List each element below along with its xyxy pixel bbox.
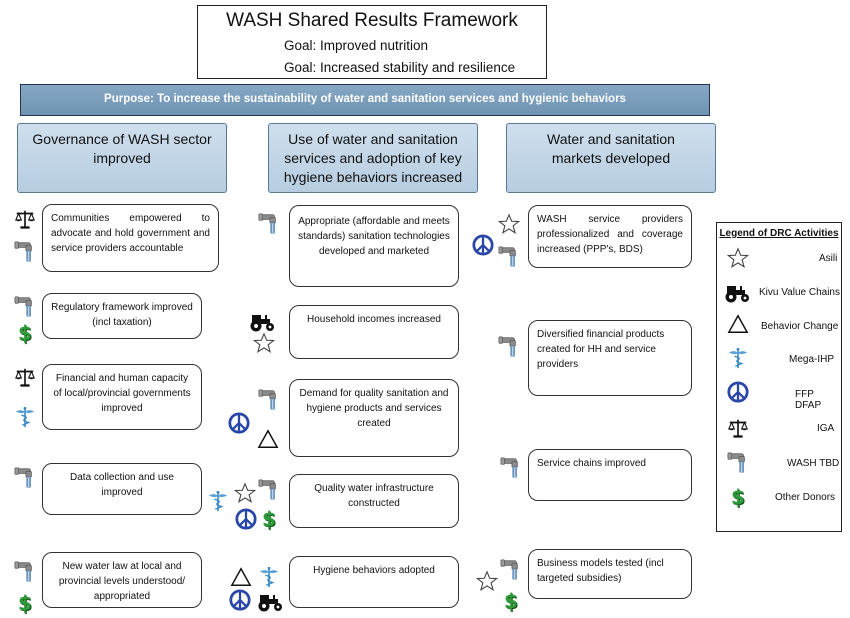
dollar-icon: $ xyxy=(18,321,32,345)
result-demand-created: Demand for quality sanitation and hygien… xyxy=(289,379,459,457)
faucet-icon xyxy=(14,466,36,488)
heading-markets: Water and sanitation markets developed xyxy=(506,123,716,193)
result-financial-products: Diversified financial products created f… xyxy=(528,320,692,396)
legend-label-mega-ihp: Mega-IHP xyxy=(789,354,835,365)
tractor-icon xyxy=(256,590,284,612)
scales-icon xyxy=(14,208,36,230)
faucet-icon xyxy=(727,451,749,473)
scales-icon xyxy=(14,366,36,388)
goal-nutrition: Goal: Improved nutrition xyxy=(284,38,429,53)
framework-title: WASH Shared Results Framework xyxy=(226,10,518,31)
result-service-providers: WASH service providers professionalized … xyxy=(528,205,692,268)
star-icon xyxy=(476,570,498,592)
legend-label-other-donors: Other Donors xyxy=(775,492,836,503)
legend-label-behavior-change: Behavior Change xyxy=(761,321,839,332)
faucet-icon xyxy=(498,335,520,357)
star-icon xyxy=(253,332,275,354)
faucet-icon xyxy=(258,478,280,500)
star-icon xyxy=(727,247,749,269)
dollar-icon: $ xyxy=(504,589,518,613)
peace-icon xyxy=(472,234,494,256)
result-hygiene-behaviors: Hygiene behaviors adopted xyxy=(289,556,459,608)
faucet-icon xyxy=(258,212,280,234)
tractor-icon xyxy=(723,281,751,303)
dollar-icon: $ xyxy=(262,507,276,531)
peace-icon xyxy=(229,589,251,611)
star-icon xyxy=(498,213,520,235)
legend-label-kivu: Kivu Value Chains xyxy=(759,287,840,298)
result-data-collection: Data collection and use improved xyxy=(42,463,202,515)
faucet-icon xyxy=(500,456,522,478)
caduceus-icon xyxy=(207,490,229,512)
heading-governance: Governance of WASH sector improved xyxy=(17,123,227,193)
triangle-icon xyxy=(257,428,279,450)
peace-icon xyxy=(235,508,257,530)
legend-label-ffp-dfap: FFP DFAP xyxy=(795,389,822,411)
result-sanitation-technologies: Appropriate (affordable and meets standa… xyxy=(289,205,459,287)
legend-label-iga: IGA xyxy=(817,423,835,434)
result-service-chains: Service chains improved xyxy=(528,449,692,501)
faucet-icon xyxy=(14,240,36,262)
legend-title: Legend of DRC Activities xyxy=(719,228,839,239)
scales-icon xyxy=(727,417,749,439)
triangle-icon xyxy=(727,313,749,335)
faucet-icon xyxy=(500,558,522,580)
triangle-icon xyxy=(230,566,252,588)
caduceus-icon xyxy=(258,566,280,588)
result-water-law: New water law at local and provincial le… xyxy=(42,552,202,608)
star-icon xyxy=(234,482,256,504)
purpose-bar: Purpose: To increase the sustainability … xyxy=(20,84,710,116)
caduceus-icon xyxy=(14,406,36,428)
dollar-icon: $ xyxy=(18,591,32,615)
peace-icon xyxy=(228,412,250,434)
result-business-models: Business models tested (incl targeted su… xyxy=(528,549,692,599)
faucet-icon xyxy=(14,560,36,582)
faucet-icon xyxy=(498,245,520,267)
result-household-incomes: Household incomes increased xyxy=(289,305,459,359)
dollar-icon: $ xyxy=(731,485,745,509)
faucet-icon xyxy=(14,295,36,317)
legend-label-wash-tbd: WASH TBD xyxy=(787,458,840,469)
faucet-icon xyxy=(258,388,280,410)
legend-label-asili: Asili xyxy=(819,253,838,264)
result-financial-capacity: Financial and human capacity of local/pr… xyxy=(42,364,202,430)
title-box: WASH Shared Results Framework Goal: Impr… xyxy=(197,5,547,79)
caduceus-icon xyxy=(727,347,749,369)
legend-box: Legend of DRC Activities Asili Kivu Valu… xyxy=(716,222,842,532)
result-water-infrastructure: Quality water infrastructure constructed xyxy=(289,474,459,528)
peace-icon xyxy=(727,381,749,403)
goal-stability: Goal: Increased stability and resilience xyxy=(284,60,516,75)
result-regulatory-framework: Regulatory framework improved (incl taxa… xyxy=(42,293,202,339)
result-communities-empowered: Communities empowered to advocate and ho… xyxy=(42,204,219,272)
tractor-icon xyxy=(248,310,276,332)
heading-use-adoption: Use of water and sanitation services and… xyxy=(268,123,478,193)
